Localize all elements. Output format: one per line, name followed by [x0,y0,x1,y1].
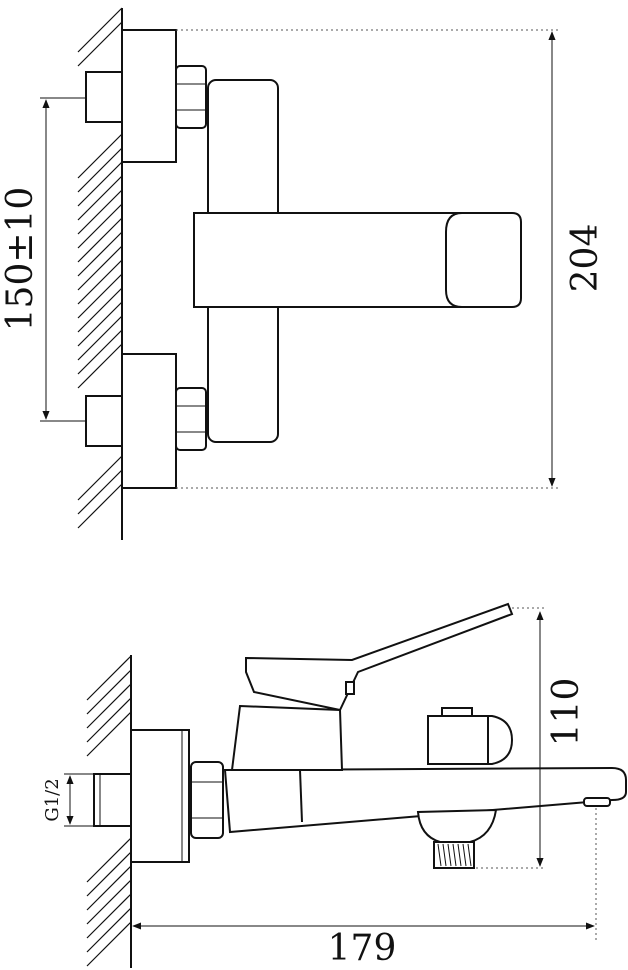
top-upper-nut [175,65,207,129]
side-wall-hatch [86,655,132,967]
side-eccentric-flange [130,729,190,863]
dim-label-spacing: 150±10 [0,187,41,332]
dim-label-length-side: 179 [328,928,397,969]
side-aerator [583,797,611,807]
side-spout-body [223,766,627,834]
side-nut [190,761,224,839]
top-lower-nut [175,387,207,451]
top-spout-lever [193,212,522,308]
dim-label-thread: G1/2 [42,778,63,821]
top-lower-inlet-pipe [85,395,123,447]
top-upper-inlet-pipe [85,71,123,123]
dim-label-height-top: 204 [565,224,606,293]
side-view: 110 179 G1/2 [42,602,627,969]
side-cartridge-housing [230,704,344,771]
top-upper-eccentric-flange [121,29,177,163]
top-wall-hatch [77,7,123,529]
side-lever-handle [245,602,514,712]
top-lower-eccentric-flange [121,353,177,489]
side-lever-screw [345,681,355,695]
side-shower-outlet [416,808,498,843]
side-diverter-knob [427,715,514,765]
side-diverter-cap [441,707,473,717]
top-view: 204 150±10 [0,7,606,540]
dim-label-height-side: 110 [546,678,587,747]
